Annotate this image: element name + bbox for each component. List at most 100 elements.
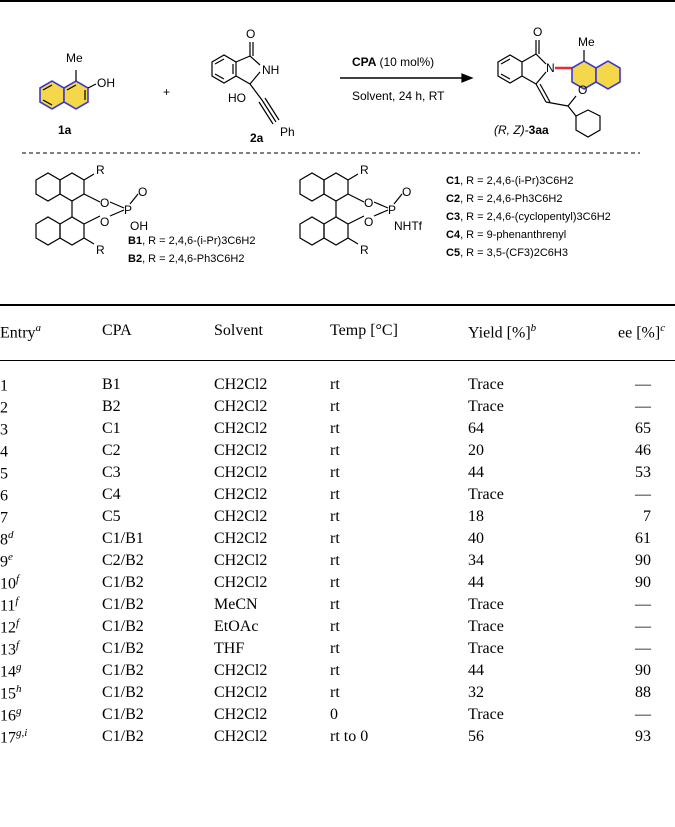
cell-solvent: CH2Cl2 xyxy=(214,442,268,459)
catalyst-c-o1: O xyxy=(364,196,373,210)
header-temp: Temp [°C] xyxy=(330,322,398,339)
legend-b2-code: B2 xyxy=(128,253,142,265)
cell-temp: rt xyxy=(330,662,340,679)
cell-temp: rt xyxy=(330,640,340,657)
cell-yield: Trace xyxy=(468,618,504,635)
reaction-scheme: Me OH 1a + O NH HO Ph 2a CPA(10 mol%) So… xyxy=(22,25,640,265)
header-entry: Entrya xyxy=(0,322,42,342)
cell-solvent: THF xyxy=(214,640,245,657)
cell-temp: rt xyxy=(330,464,340,481)
nh-label-2a: NH xyxy=(262,63,279,77)
cell-ee: 90 xyxy=(635,662,651,679)
svg-text:(R, Z)-3aa: (R, Z)-3aa xyxy=(494,123,549,137)
header-top-rule xyxy=(0,304,675,306)
cell-solvent: CH2Cl2 xyxy=(214,420,268,437)
cell-yield: 18 xyxy=(468,508,484,525)
cell-ee: — xyxy=(635,618,651,635)
cell-cpa: C1/B2 xyxy=(102,618,144,635)
cell-entry: 1 xyxy=(0,377,8,395)
catalyst-c-structure xyxy=(299,172,403,246)
cell-ee: — xyxy=(635,596,651,613)
svg-text:C1, R = 2,4,6-(i-Pr)3C6H2: C1, R = 2,4,6-(i-Pr)3C6H2 xyxy=(446,175,573,187)
cell-cpa: C1/B2 xyxy=(102,706,144,723)
cell-entry: 8d xyxy=(0,528,14,549)
legend-c1-desc: , R = 2,4,6-(i-Pr)3C6H2 xyxy=(460,175,573,187)
cell-temp: rt xyxy=(330,376,340,393)
naphthol-structure xyxy=(39,70,97,110)
cell-cpa: C1/B2 xyxy=(102,728,144,745)
cell-solvent: CH2Cl2 xyxy=(214,376,268,393)
cell-temp: rt xyxy=(330,552,340,569)
svg-text:B2, R = 2,4,6-Ph3C6H2: B2, R = 2,4,6-Ph3C6H2 xyxy=(128,253,244,265)
results-table: Entrya CPA Solvent Temp [°C] Yield [%]b … xyxy=(0,318,675,748)
catalyst-c-o3: O xyxy=(364,215,373,229)
cell-cpa: C2 xyxy=(102,442,121,459)
header-solvent: Solvent xyxy=(214,322,263,339)
phenyl-label-2a: Ph xyxy=(280,125,295,139)
cell-cpa: C1/B2 xyxy=(102,596,144,613)
legend-c4-code: C4 xyxy=(446,229,461,241)
header-ee: ee [%]c xyxy=(618,322,666,342)
cell-solvent: CH2Cl2 xyxy=(214,486,268,503)
cell-entry: 14g xyxy=(0,660,22,681)
cell-yield: 20 xyxy=(468,442,484,459)
product-carbonyl-top: O xyxy=(533,25,542,39)
cell-entry: 10f xyxy=(0,572,20,593)
plus-sign: + xyxy=(163,85,170,99)
cell-ee: — xyxy=(635,640,651,657)
cell-cpa: B1 xyxy=(102,376,121,393)
header-cpa: CPA xyxy=(102,322,132,339)
cell-yield: Trace xyxy=(468,376,504,393)
cell-cpa: C1/B2 xyxy=(102,640,144,657)
cell-yield: Trace xyxy=(468,596,504,613)
cell-ee: — xyxy=(635,706,651,723)
cell-yield: Trace xyxy=(468,640,504,657)
legend-c4-desc: , R = 9-phenanthrenyl xyxy=(460,229,566,241)
cell-temp: rt xyxy=(330,596,340,613)
cell-solvent: MeCN xyxy=(214,596,258,613)
header-yield: Yield [%]b xyxy=(468,322,537,342)
cell-ee: 7 xyxy=(643,508,651,525)
cell-ee: 65 xyxy=(635,420,651,437)
cell-cpa: C5 xyxy=(102,508,121,525)
cell-ee: — xyxy=(635,486,651,503)
cell-entry: 12f xyxy=(0,616,20,637)
cell-entry: 13f xyxy=(0,638,20,659)
top-rule xyxy=(0,0,675,2)
legend-c1-code: C1 xyxy=(446,175,460,187)
carbonyl-label-2a: O xyxy=(246,27,255,41)
cell-ee: 61 xyxy=(635,530,651,547)
cell-entry: 11f xyxy=(0,594,19,615)
legend-c5-code: C5 xyxy=(446,247,460,259)
catalyst-c-nhtf: NHTf xyxy=(394,219,423,233)
product-structure xyxy=(497,40,621,138)
hydroxyl-label-1a: OH xyxy=(97,76,115,90)
catalyst-b-o2: O xyxy=(138,185,147,199)
catalyst-c-r-bottom: R xyxy=(360,243,369,257)
cell-entry: 5 xyxy=(0,465,8,483)
cell-entry: 3 xyxy=(0,421,8,439)
product-label: 3aa xyxy=(529,123,549,137)
cell-entry: 6 xyxy=(0,487,8,505)
cell-ee: 46 xyxy=(635,442,651,459)
cell-yield: 34 xyxy=(468,552,484,569)
cell-solvent: CH2Cl2 xyxy=(214,464,268,481)
catalyst-loading: (10 mol%) xyxy=(379,55,434,69)
catalyst-label: CPA xyxy=(352,55,377,69)
legend-c3-desc: , R = 2,4,6-(cyclopentyl)3C6H2 xyxy=(460,211,611,223)
cell-entry: 7 xyxy=(0,509,8,527)
cell-solvent: CH2Cl2 xyxy=(214,530,268,547)
cell-yield: 44 xyxy=(468,662,484,679)
cell-yield: Trace xyxy=(468,706,504,723)
compound-label-1a: 1a xyxy=(58,123,72,137)
cell-entry: 9e xyxy=(0,550,13,571)
cell-yield: 64 xyxy=(468,420,484,437)
table-row: 11f C1/B2 MeCN rt Trace — xyxy=(0,594,675,616)
legend-c2-code: C2 xyxy=(446,193,460,205)
isoindolinone-structure xyxy=(211,42,280,125)
